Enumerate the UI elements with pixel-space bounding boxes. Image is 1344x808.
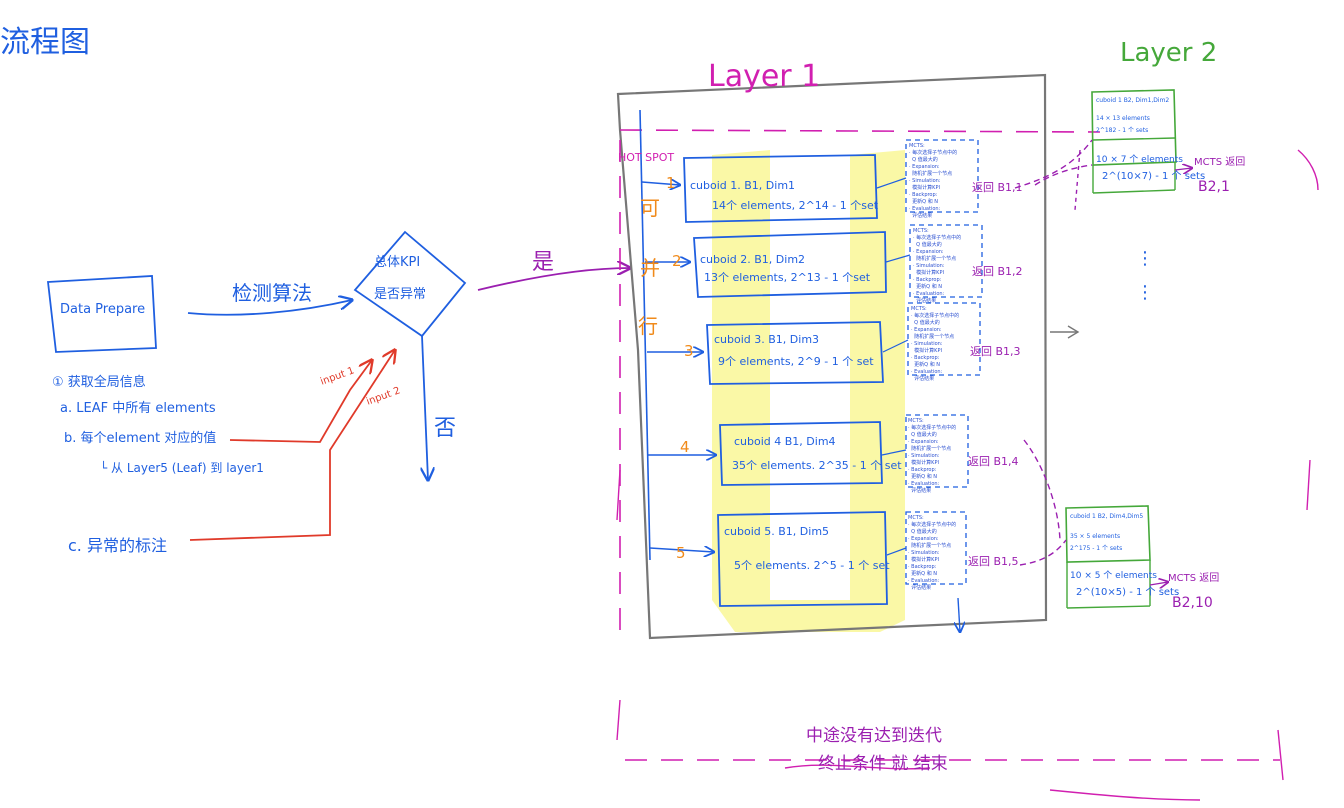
cuboid5-name: cuboid 5. B1, Dim5	[724, 525, 830, 538]
result-2: 返回 B1,2	[972, 265, 1023, 278]
cuboid1-name: cuboid 1. B1, Dim1	[690, 179, 796, 192]
cuboid-num-2: 2	[672, 252, 682, 270]
cuboid3-box	[706, 321, 884, 385]
mcts-box-1	[905, 139, 979, 213]
l2-top-boxsets: 2^(10×7) - 1 个 sets	[1102, 171, 1206, 182]
detect-label: 检测算法	[232, 281, 312, 305]
result-1: 返回 B1,1	[972, 181, 1023, 194]
result-5: 返回 B1,5	[968, 555, 1019, 568]
note-c: c. 异常的标注	[68, 536, 167, 555]
layer2-ellipsis-2: ⋮	[1136, 282, 1154, 303]
yes-label: 是	[532, 250, 555, 275]
no-arrow	[422, 335, 428, 480]
yes-arrow	[477, 268, 630, 291]
layer1-dash-frame	[619, 129, 1280, 761]
result-4: 返回 B1,4	[968, 455, 1019, 468]
decision-line1: 总体KPI	[374, 255, 421, 270]
cuboid4-count: 35个 elements. 2^35 - 1 个 set	[732, 459, 902, 472]
cuboid4-box	[719, 421, 883, 486]
cuboid3-count: 9个 elements, 2^9 - 1 个 set	[718, 355, 874, 368]
mcts-box-3	[907, 302, 981, 376]
layer2-ellipsis-1: ⋮	[1136, 248, 1154, 269]
note-b-sub: └ 从 Layer5 (Leaf) 到 layer1	[100, 461, 264, 475]
mcts-box-2	[909, 224, 983, 298]
decision-line2: 是否异常	[374, 287, 427, 302]
layer2-title: Layer 2	[1120, 38, 1218, 68]
hotspot-label: HOT SPOT	[618, 151, 675, 164]
decision-diamond	[353, 230, 467, 338]
cuboid1-box	[683, 154, 878, 223]
cuboid4-name: cuboid 4 B1, Dim4	[734, 435, 836, 448]
cuboid-num-3: 3	[684, 342, 694, 360]
l2-bot-elements: 35 × 5 elements	[1070, 533, 1121, 540]
parallel-char-1: 可	[640, 196, 660, 220]
note-a: a. LEAF 中所有 elements	[60, 401, 216, 416]
layer1-title: Layer 1	[708, 59, 821, 94]
footer-line2: 终止条件 就 结束	[818, 754, 948, 774]
cuboid5-count: 5个 elements. 2^5 - 1 个 set	[734, 559, 890, 572]
cuboid2-name: cuboid 2. B1, Dim2	[700, 253, 806, 266]
l2-top-mcts: MCTS 返回	[1194, 157, 1246, 168]
l2-top-elements: 14 × 13 elements	[1096, 115, 1150, 122]
parallel-char-3: 行	[638, 314, 658, 338]
mcts-text-2: MCTS: · 每次选择子节点中的 Q 值最大的 · Expansion: 随机…	[913, 228, 962, 304]
mcts-text-4: MCTS: · 每次选择子节点中的 Q 值最大的 · Expansion: 随机…	[908, 418, 957, 494]
layer2-top-box	[1091, 89, 1177, 166]
l2-top-boxcount: 10 × 7 个 elements	[1096, 155, 1183, 165]
l2-top-result: B2,1	[1198, 179, 1230, 195]
l2-bot-result: B2,10	[1172, 595, 1213, 611]
parallel-char-2: 并	[640, 256, 660, 280]
mcts-text-1: MCTS: · 每次选择子节点中的 Q 值最大的 · Expansion: 随机…	[909, 143, 958, 219]
l2-bot-boxcount: 10 × 5 个 elements	[1070, 571, 1157, 581]
mcts-box-4	[905, 414, 969, 488]
data-prepare-label: Data Prepare	[60, 302, 146, 317]
no-label: 否	[434, 416, 457, 441]
note-b: b. 每个element 对应的值	[64, 431, 217, 446]
cuboid5-box	[717, 511, 888, 607]
cuboid2-box	[693, 231, 887, 298]
mcts-text-5: MCTS: · 每次选择子节点中的 Q 值最大的 · Expansion: 随机…	[908, 515, 957, 591]
cuboid3-name: cuboid 3. B1, Dim3	[714, 333, 820, 346]
note-0: ① 获取全局信息	[52, 375, 146, 390]
l2-top-name: cuboid 1 B2, Dim1,Dim2	[1096, 97, 1170, 104]
cuboid1-count: 14个 elements, 2^14 - 1 个set	[712, 199, 879, 212]
input2-line	[189, 350, 395, 541]
cuboid-num-5: 5	[676, 544, 686, 562]
l2-bot-name: cuboid 1 B2, Dim4,Dim5	[1070, 513, 1144, 520]
l2-bot-sets: 2^175 - 1 个 sets	[1070, 545, 1123, 552]
l2-bot-boxsets: 2^(10×5) - 1 个 sets	[1076, 587, 1180, 598]
hotspot-highlight	[712, 150, 905, 632]
page-title: 流程图	[0, 25, 90, 60]
mcts-text-3: MCTS: · 每次选择子节点中的 Q 值最大的 · Expansion: 随机…	[911, 306, 960, 382]
l2-bot-mcts: MCTS 返回	[1168, 573, 1220, 584]
cuboid-num-4: 4	[680, 438, 690, 456]
result-3: 返回 B1,3	[970, 345, 1021, 358]
input1-line	[229, 360, 372, 443]
l2-top-sets: 2^182 - 1 个 sets	[1096, 127, 1149, 134]
data-prepare-box	[46, 275, 157, 353]
footer-line1: 中途没有达到迭代	[806, 726, 942, 746]
cuboid2-count: 13个 elements, 2^13 - 1 个set	[704, 271, 871, 284]
detect-arrow	[187, 300, 352, 316]
branch-trunk	[639, 109, 651, 561]
cuboid-num-1: 1	[666, 174, 676, 192]
